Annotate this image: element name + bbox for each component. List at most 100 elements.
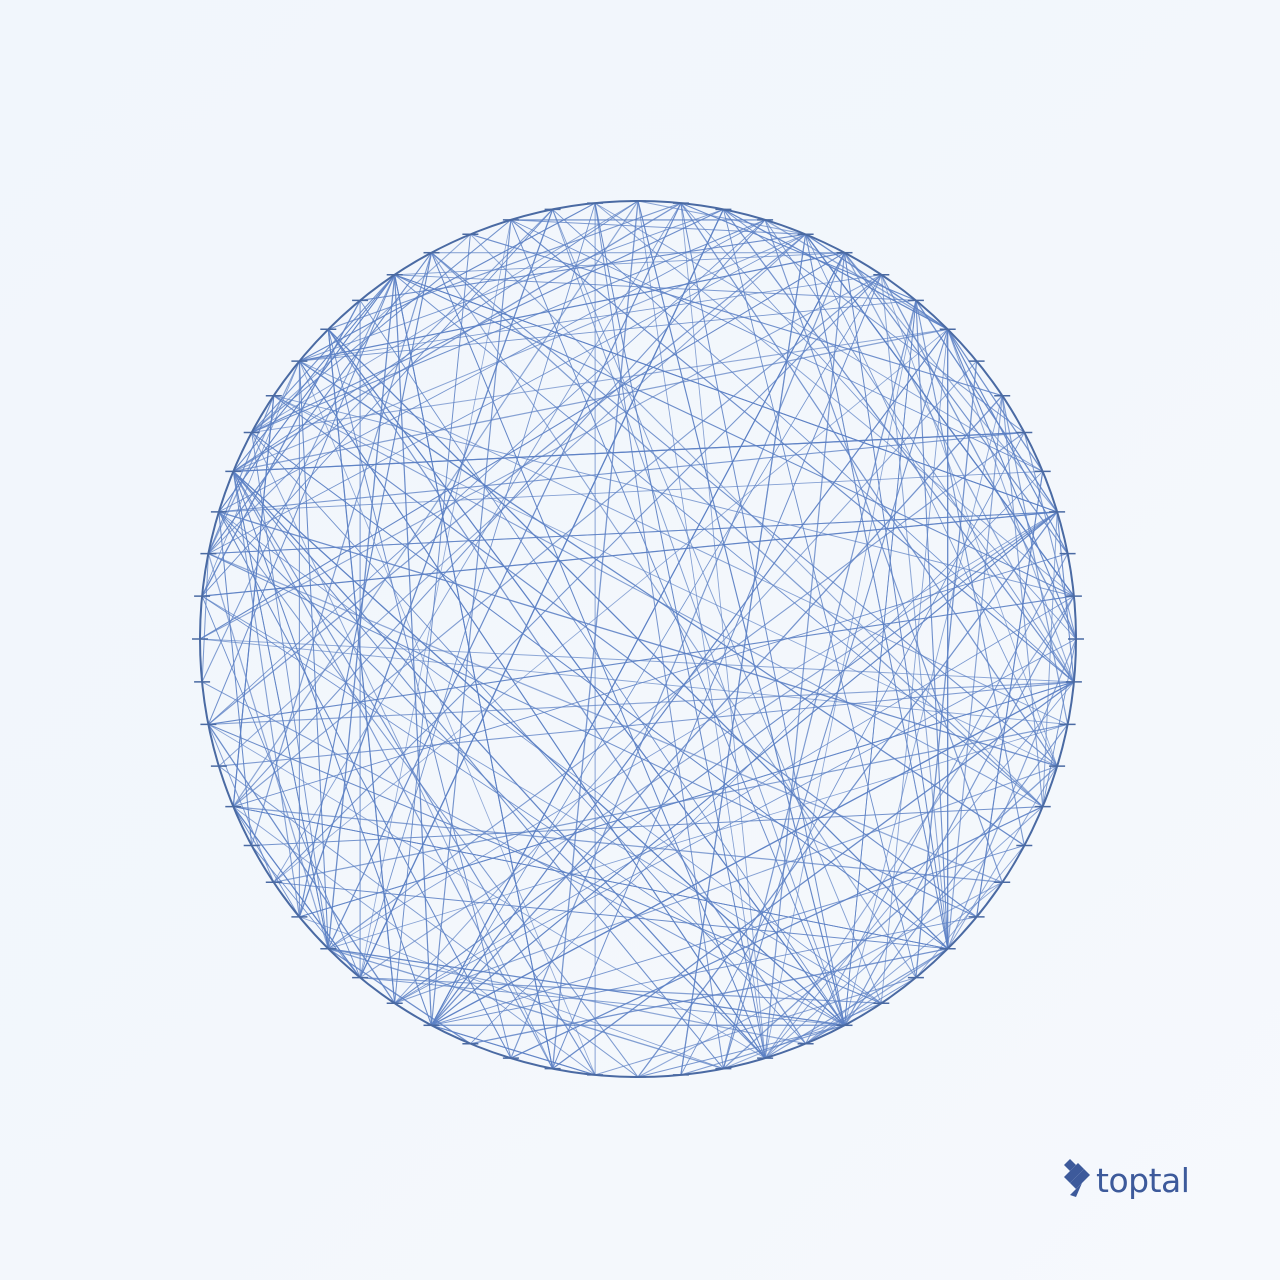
string-chord (251, 252, 433, 846)
string-chord (394, 274, 1075, 597)
string-chord (232, 470, 845, 1026)
string-chord (394, 234, 471, 1004)
string-chord (232, 471, 300, 917)
string-chord (207, 553, 329, 949)
string-chord (218, 431, 1025, 513)
string-chord (218, 511, 253, 846)
string-chord (510, 219, 845, 1026)
string-chord (805, 553, 1069, 1044)
string-chord (273, 395, 1058, 767)
string-chord (1001, 395, 1044, 807)
string-chord (251, 432, 554, 1069)
string-chord (233, 806, 948, 950)
string-chord (201, 300, 361, 597)
string-chord (394, 274, 916, 301)
string-chord (359, 511, 1058, 979)
string-chord (805, 948, 949, 1045)
outer-ring (199, 200, 1077, 1078)
string-chord (201, 553, 209, 682)
toptal-logo: toptal (1062, 1156, 1190, 1204)
string-chord (552, 274, 882, 1069)
string-chord (208, 724, 766, 1059)
string-chord (764, 595, 1075, 1059)
string-chord (880, 274, 949, 949)
string-chord (680, 234, 807, 1075)
string-chord (764, 806, 1044, 1059)
string-chord (394, 638, 1077, 1004)
string-chord (947, 638, 1077, 949)
string-chord (470, 233, 1044, 807)
string-chord (273, 395, 977, 918)
string-chord (232, 202, 682, 472)
string-chord (328, 202, 682, 330)
string-chord (201, 595, 845, 1026)
string-chord (880, 274, 1077, 640)
string-chord (327, 202, 682, 949)
string-chord (208, 553, 977, 918)
string-chord (251, 432, 806, 1044)
string-chord (843, 252, 1075, 683)
string-chord (552, 681, 1075, 1070)
string-chord (947, 329, 1075, 683)
string-chord (232, 219, 766, 807)
string-chord (394, 274, 554, 1069)
string-chord (394, 252, 845, 276)
string-chord (199, 638, 1068, 725)
string-chord (431, 1024, 596, 1076)
string-chord (208, 553, 1003, 883)
string-chord (207, 252, 432, 554)
string-chord (208, 233, 806, 725)
string-chord (327, 948, 471, 1045)
string-chord (594, 203, 724, 1069)
string-chord (510, 219, 806, 235)
string-chord (915, 300, 1058, 513)
string-chord (722, 765, 1058, 1070)
string-chord (298, 361, 329, 949)
string-chord (1001, 395, 1069, 725)
string-chord (273, 274, 882, 883)
string-chord (208, 595, 1074, 725)
string-chord (680, 202, 917, 301)
string-chord (552, 209, 1075, 683)
string-chord (360, 977, 845, 1026)
string-chord (201, 209, 553, 597)
string-chord (1042, 638, 1077, 807)
string-chord (394, 274, 1058, 513)
string-chord (805, 234, 949, 949)
string-chord (207, 724, 396, 1004)
string-chord (208, 219, 766, 725)
string-chord (273, 395, 1075, 597)
string-chord (915, 361, 978, 978)
string-chord (947, 329, 1069, 554)
string-chord (201, 595, 361, 978)
string-chord (251, 432, 329, 949)
string-chord (1042, 511, 1058, 807)
toptal-logo-icon (1064, 1159, 1090, 1197)
string-chord (233, 328, 948, 473)
string-chord (637, 511, 1058, 1078)
string-chord (327, 329, 512, 1059)
string-chord (680, 203, 766, 1059)
string-chord (510, 806, 1043, 1059)
string-chord (394, 511, 1058, 1004)
string-chord (232, 471, 329, 949)
string-chord (394, 595, 1075, 1004)
string-chord (232, 470, 766, 1059)
string-chord (431, 916, 977, 1026)
string-chord (680, 1024, 845, 1076)
string-chord (1023, 432, 1077, 640)
string-chord (201, 595, 882, 1004)
string-chord (298, 209, 554, 918)
string-chord (359, 300, 845, 1026)
string-chord (299, 360, 596, 1076)
string-chord (328, 948, 806, 1045)
string-chord (947, 329, 1077, 640)
string-chord (208, 723, 882, 1004)
string-chord (915, 300, 949, 949)
string-chord (233, 200, 639, 472)
string-chord (208, 233, 806, 554)
string-chord (233, 805, 1003, 883)
string-chord (510, 219, 1075, 683)
string-chord (844, 300, 917, 1026)
string-chord (637, 881, 1003, 1078)
